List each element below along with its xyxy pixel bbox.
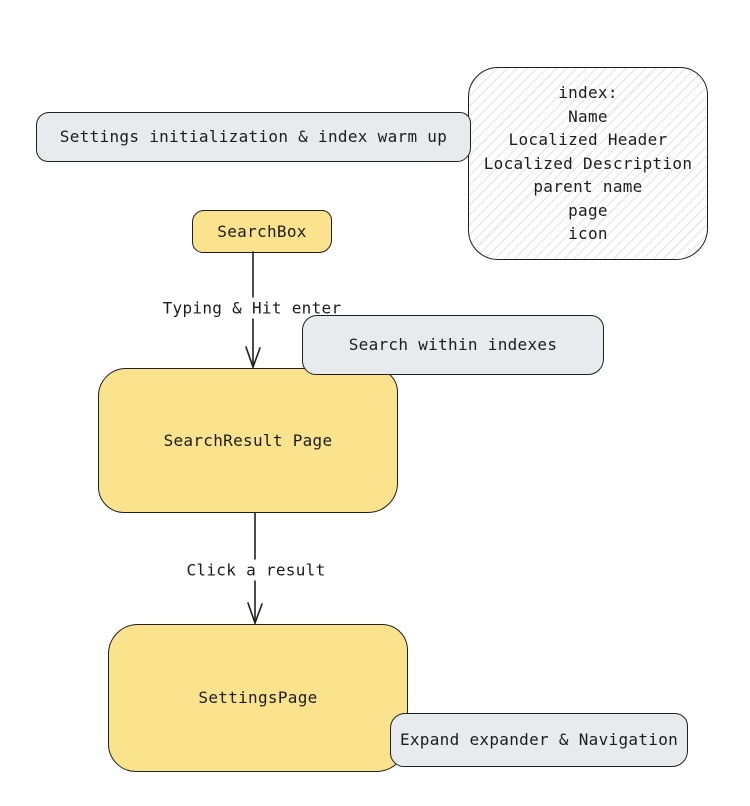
index-field-name: Name [568,106,608,126]
node-search-within-indexes[interactable]: Search within indexes [302,315,604,375]
index-field-parent: parent name [533,177,643,197]
edge-label-click-a-result: Click a result [182,559,330,581]
index-field-header: Localized Header [508,130,668,150]
node-settings-initialization-label: Settings initialization & index warm up [59,127,448,146]
node-searchresult-page[interactable]: SearchResult Page [98,368,398,513]
index-field-description: Localized Description [483,153,693,173]
node-searchresult-page-label: SearchResult Page [163,430,333,450]
node-searchbox[interactable]: SearchBox [192,210,332,253]
index-field-page: page [568,200,608,220]
index-field-icon: icon [568,224,608,244]
node-expand-expander-navigation-label: Expand expander & Navigation [399,730,679,749]
node-index-fields[interactable]: index: Name Localized Header Localized D… [468,67,708,260]
edge-label-typing-hit-enter: Typing & Hit enter [158,297,346,319]
index-field-title: index: [558,83,618,103]
node-settings-initialization[interactable]: Settings initialization & index warm up [36,112,471,162]
node-search-within-indexes-label: Search within indexes [348,335,558,354]
node-searchbox-label: SearchBox [217,221,307,241]
node-settingspage[interactable]: SettingsPage [108,624,408,772]
node-settingspage-label: SettingsPage [198,688,318,707]
node-expand-expander-navigation[interactable]: Expand expander & Navigation [390,713,688,767]
